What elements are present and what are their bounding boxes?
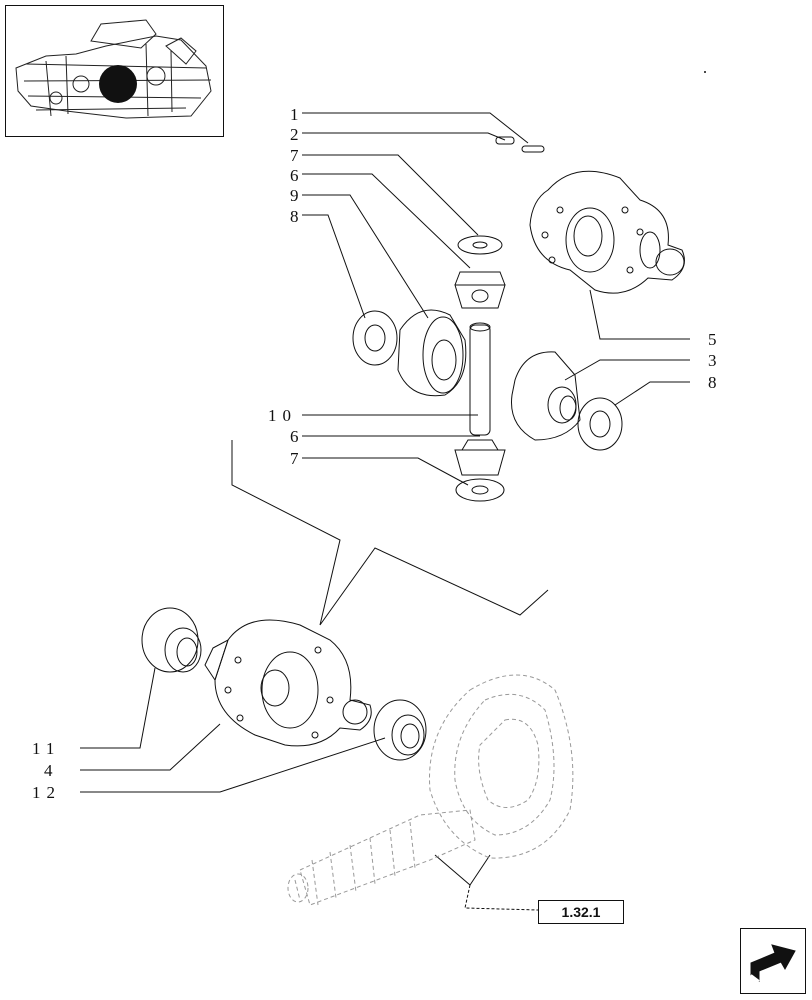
callout-2: 2 [290, 125, 305, 144]
callout-10: 10 [268, 406, 297, 425]
thumbnail-drawing [15, 19, 212, 119]
reference-link[interactable]: 1.32.1 [538, 900, 624, 924]
callout-1: 1 [290, 105, 305, 124]
callout-7: 7 [290, 146, 305, 165]
callout-9: 9 [290, 186, 305, 205]
location-marker [99, 65, 137, 103]
callout-4: 4 [44, 761, 59, 780]
callout-11: 11 [32, 739, 61, 758]
next-page-button[interactable] [740, 928, 806, 994]
callout-8-right: 8 [708, 373, 723, 392]
assembly-location-thumbnail [5, 5, 224, 137]
callout-8: 8 [290, 207, 305, 226]
next-page-arrow-icon [750, 944, 796, 982]
callout-7-lower: 7 [290, 449, 305, 468]
callout-6: 6 [290, 166, 305, 185]
callout-5: 5 [708, 330, 723, 349]
callout-6-lower: 6 [290, 427, 305, 446]
callout-12: 12 [32, 783, 61, 802]
callout-3: 3 [708, 351, 723, 370]
